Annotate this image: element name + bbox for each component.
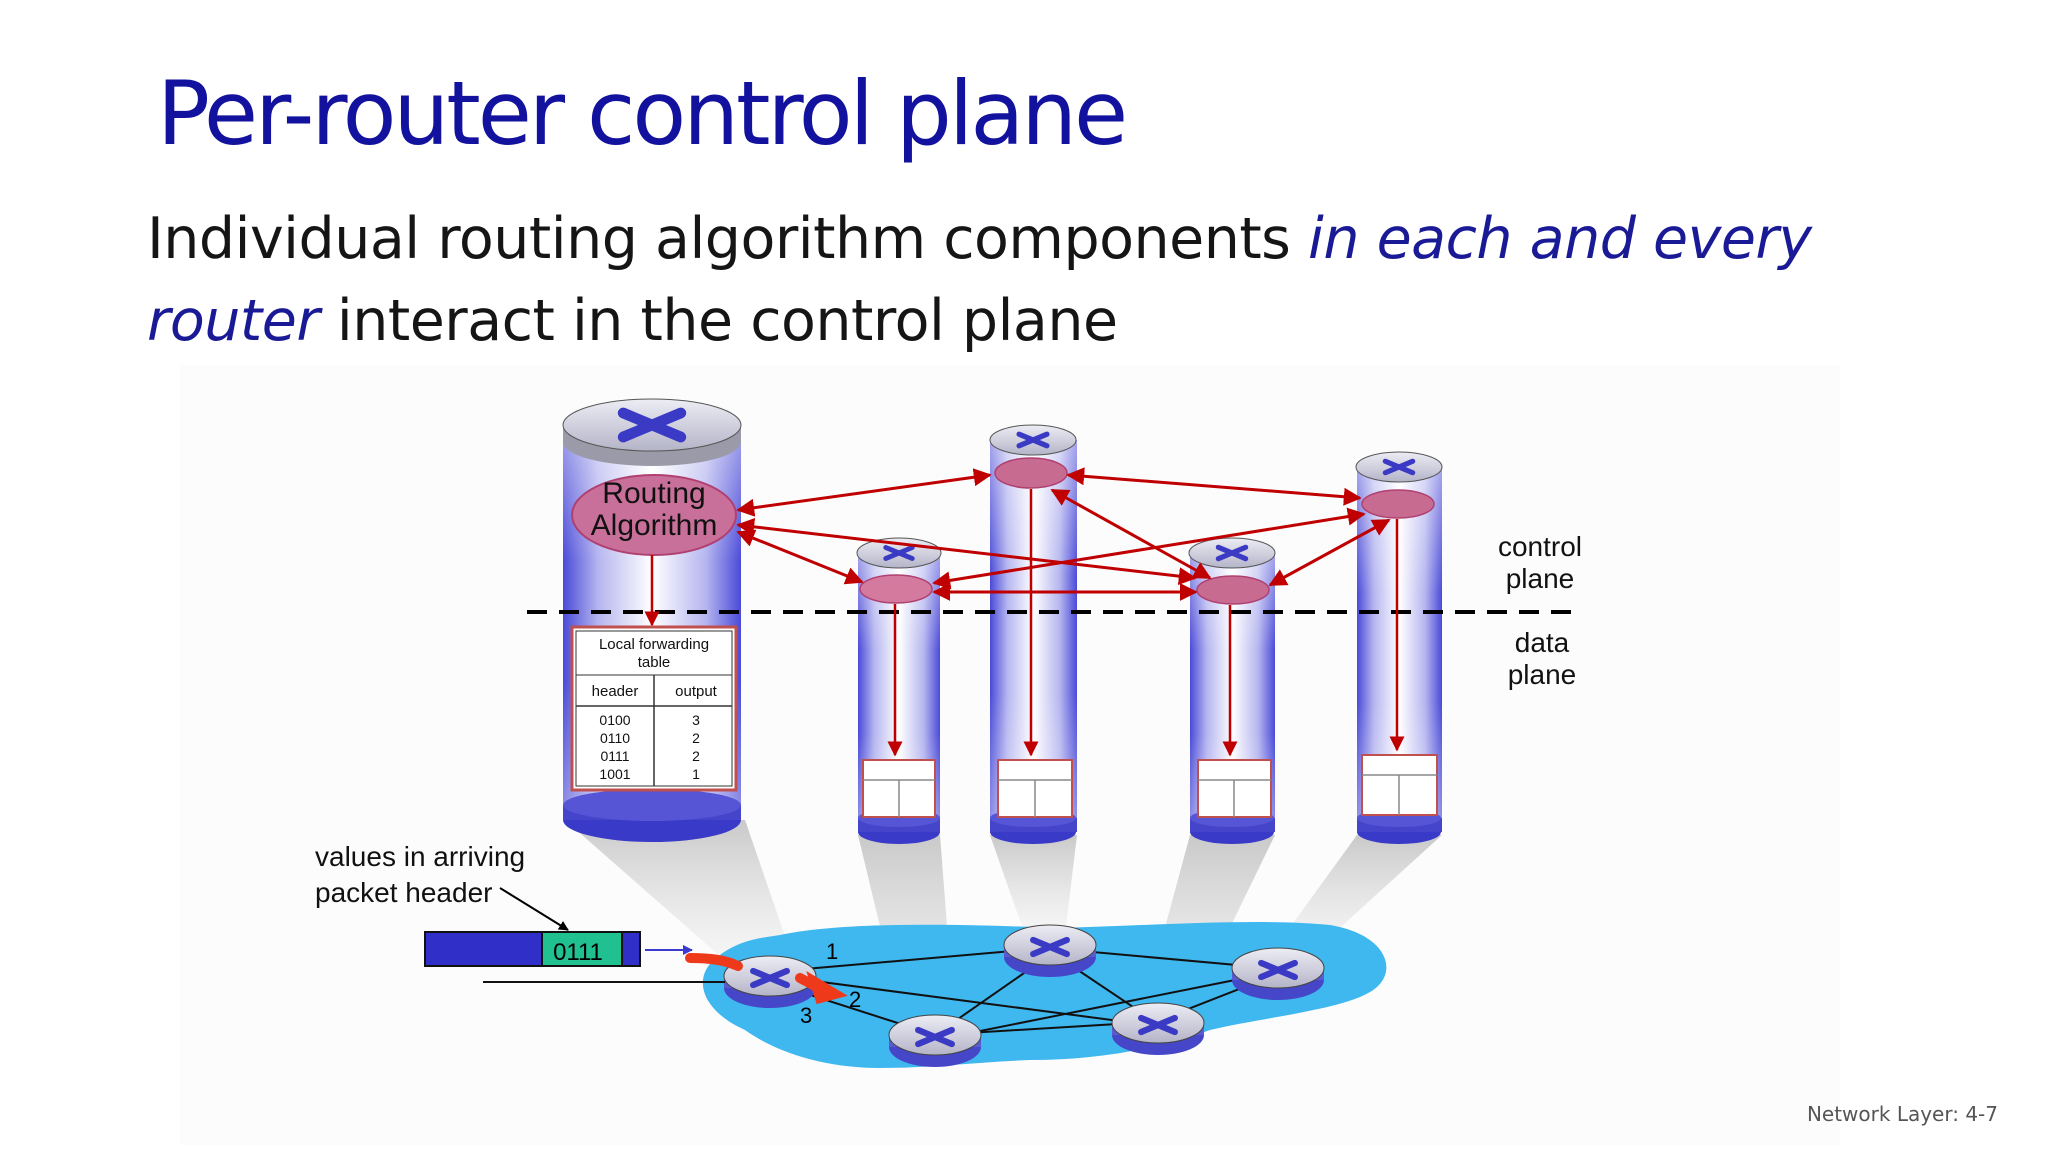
slide-title: Per-router control plane — [157, 62, 1128, 165]
table-row-output: 3 — [692, 712, 700, 728]
packet-header-field — [541, 931, 623, 967]
ra-router-4 — [1196, 575, 1270, 605]
slide-footer: Network Layer: 4-7 — [1806, 1102, 1998, 1126]
ra-router-2 — [859, 574, 933, 604]
network-router-2 — [888, 1014, 982, 1067]
data-plane-line1: data — [1515, 627, 1570, 658]
network-router-4 — [1111, 1002, 1205, 1055]
packet-label-pointer — [499, 887, 569, 931]
network-router-3 — [1003, 924, 1097, 977]
ra-router-5 — [1361, 489, 1435, 519]
table-row-output: 1 — [692, 766, 700, 782]
small-table-grid — [863, 774, 1437, 817]
outbound-red-arrow — [795, 970, 848, 1005]
subtitle-text-1: Individual routing algorithm components — [147, 206, 1308, 272]
port-label-2: 2 — [849, 987, 861, 1012]
table-row-output: 2 — [692, 730, 700, 746]
ra-router-3 — [994, 457, 1068, 489]
network-router-5 — [1231, 947, 1325, 1000]
routing-algorithm-line2: Algorithm — [591, 509, 718, 542]
control-plane-line1: control — [1498, 531, 1582, 562]
subtitle-emphasis-2: router — [147, 288, 320, 354]
packet-header-value: 0111 — [553, 939, 603, 966]
port-label-1: 1 — [826, 939, 838, 964]
network-cloud — [702, 921, 1387, 1068]
table-row-header: 1001 — [599, 766, 630, 782]
network-router-1 — [723, 955, 817, 1008]
table-row-output: 2 — [692, 748, 700, 764]
port-label-3: 3 — [800, 1003, 812, 1028]
routing-algorithm-line1: Routing — [602, 477, 705, 510]
subtitle-text-2: interact in the control plane — [319, 288, 1118, 354]
table-title-line1: Local forwarding — [599, 636, 709, 653]
beam-router-3 — [990, 835, 1077, 935]
table-update-arrows — [644, 489, 1405, 757]
table-row-header: 0111 — [600, 748, 629, 764]
table-title-line2: table — [638, 654, 671, 671]
packet-label-line1: values in arriving — [315, 841, 525, 872]
beam-big-router — [565, 820, 795, 965]
control-plane-line2: plane — [1506, 563, 1575, 594]
local-forwarding-table — [570, 625, 738, 792]
packet-label-line2: packet header — [315, 877, 492, 908]
slide-subtitle: Individual routing algorithm components … — [147, 198, 1947, 362]
table-row-header: 0110 — [600, 730, 630, 746]
control-messages — [736, 467, 1391, 601]
subtitle-emphasis-1: in each and every — [1308, 206, 1812, 272]
inbound-red-arrow — [685, 953, 743, 971]
table-col-output: output — [675, 683, 718, 700]
table-row-header: 0100 — [599, 712, 630, 728]
routing-algorithm-ellipse — [571, 474, 737, 556]
data-plane-line2: plane — [1508, 659, 1577, 690]
table-col-header: header — [592, 683, 639, 700]
